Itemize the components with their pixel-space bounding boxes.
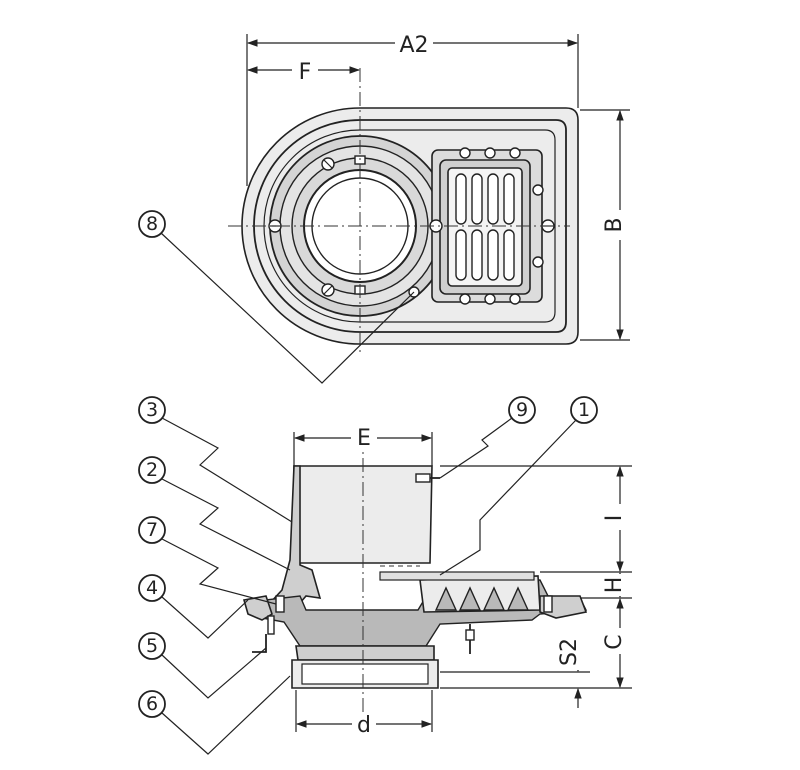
callout-5: 5 xyxy=(138,632,267,699)
dim-h-label: H xyxy=(602,577,627,594)
section-grate-teeth xyxy=(434,586,530,611)
dimension-e: E xyxy=(293,424,433,466)
callout-4: 4 xyxy=(138,574,249,639)
dimension-f: F xyxy=(246,58,361,85)
section-outlet-inner xyxy=(301,663,429,685)
callout-2-label: 2 xyxy=(146,459,158,481)
dimension-d: d xyxy=(295,690,433,738)
dim-b-label: B xyxy=(602,217,627,232)
section-funnel-left xyxy=(268,465,322,604)
callout-3: 3 xyxy=(138,396,293,523)
plan-grate-lugs xyxy=(459,147,544,305)
callout-5-label: 5 xyxy=(146,635,158,657)
dim-a2-label: A2 xyxy=(399,33,428,58)
dim-s2-label: S2 xyxy=(557,638,582,666)
dim-e-label: E xyxy=(357,426,371,451)
callout-7-label: 7 xyxy=(146,519,158,541)
callout-4-label: 4 xyxy=(146,577,158,599)
callout-7: 7 xyxy=(138,516,277,605)
dimension-b: B xyxy=(580,109,634,341)
section-outlet xyxy=(295,645,435,661)
section-bolts xyxy=(252,473,553,654)
plan-flange-inner xyxy=(253,119,567,333)
dim-f-label: F xyxy=(299,60,312,85)
dimension-a2: A2 xyxy=(246,30,579,186)
callout-8-label: 8 xyxy=(146,213,158,235)
dimension-s2: S2 xyxy=(440,636,592,708)
dim-c-label: C xyxy=(602,634,627,649)
callout-8: 8 xyxy=(138,210,415,384)
callout-6-label: 6 xyxy=(146,693,158,715)
callout-6: 6 xyxy=(138,675,291,755)
section-flange-left xyxy=(242,595,273,621)
section-view xyxy=(242,434,588,718)
callout-9-label: 9 xyxy=(516,399,528,421)
plan-view xyxy=(228,68,579,352)
dimension-ihc: I H C xyxy=(440,465,633,689)
dim-d-label: d xyxy=(357,713,371,738)
section-top-plate xyxy=(379,571,535,581)
dim-i-label: I xyxy=(602,515,627,522)
callout-9: 9 xyxy=(439,396,536,479)
plan-grate-slots xyxy=(455,173,515,281)
callout-2: 2 xyxy=(138,456,291,571)
callout-1: 1 xyxy=(439,396,598,576)
callout-1-label: 1 xyxy=(578,399,590,421)
plan-flange-inner2 xyxy=(263,129,556,323)
callout-3-label: 3 xyxy=(146,399,158,421)
